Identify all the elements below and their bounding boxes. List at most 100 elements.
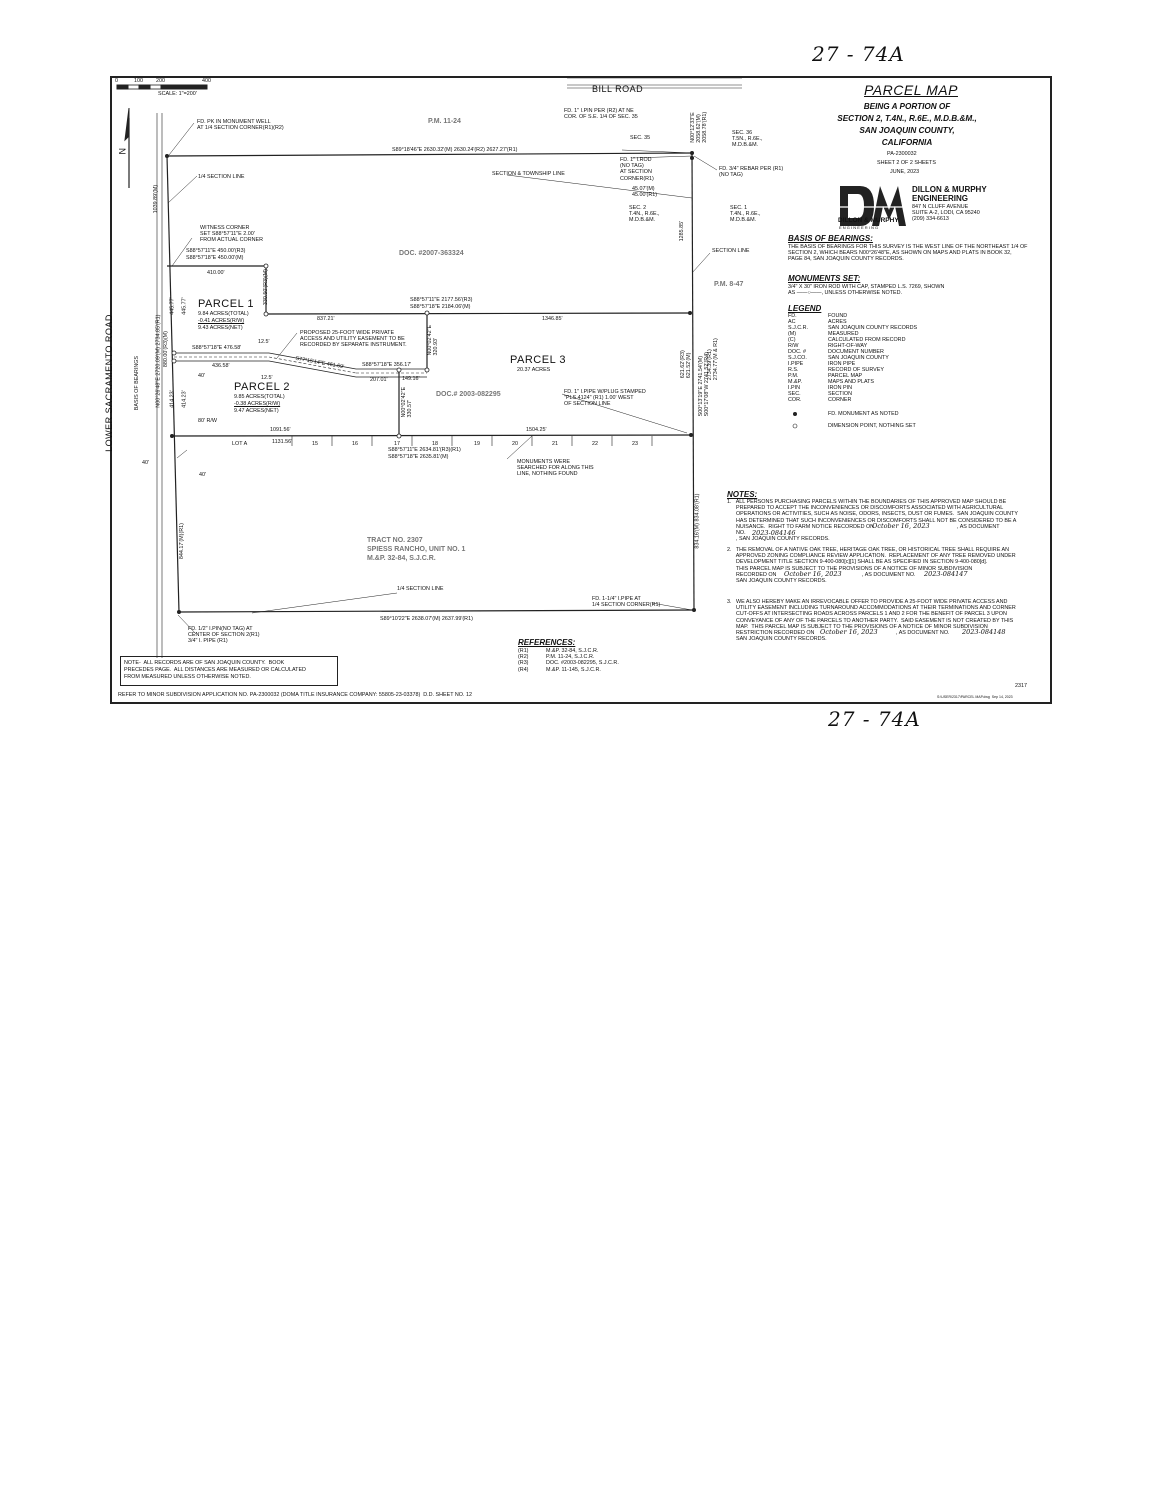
vertical-834: 834.16'(M) 834.08'(R1) [694, 493, 701, 549]
legend-dimension-point: DIMENSION POINT, NOTHING SET [828, 423, 916, 429]
dist-1346: 1346.85' [542, 316, 563, 322]
engineer-address-1: 847 N CLUFF AVENUE [912, 204, 969, 210]
legend-abbr: (C) [788, 337, 796, 343]
records-note-box: NOTE- ALL RECORDS ARE OF SAN JOAQUIN COU… [120, 656, 338, 686]
tract-lot-number: 20 [512, 441, 518, 447]
vertical-445-b: 445.77' [181, 297, 188, 315]
legend-abbr: P.M. [788, 373, 799, 379]
dist-12-5-a: 12.5' [258, 339, 270, 345]
note-line: 3. WE ALSO HEREBY MAKE AN IRREVOCABLE OF… [727, 599, 1008, 605]
legend-desc: CORNER [828, 397, 852, 403]
engineer-name-1: DILLON & MURPHY [912, 185, 987, 194]
basis-of-bearings-heading: BASIS OF BEARINGS: [788, 234, 873, 243]
footer-job-number: 2317 [1015, 683, 1027, 689]
note-line: NUISANCE. RIGHT TO FARM NOTICE RECORDED … [727, 523, 875, 530]
map-title: PARCEL MAP [864, 82, 958, 98]
note-line: SAN JOAQUIN COUNTY RECORDS. [727, 636, 827, 643]
lower-sacramento-road-label: LOWER SACRAMENTO ROAD [103, 314, 114, 452]
legend-abbr: (M) [788, 331, 797, 337]
fd-rebar-note: FD. 3/4" REBAR PER (R1) (NO TAG) [719, 166, 784, 179]
fd-half-note: FD. 1/2" I.PIN(NO TAG) AT CENTER OF SECT… [188, 626, 260, 645]
parcel-3-label: PARCEL 3 [510, 354, 566, 366]
section-line-east: SECTION LINE [712, 248, 750, 254]
legend-abbr: DOC. # [788, 349, 806, 355]
dist-1091: 1091.56' [270, 427, 291, 433]
map-linework [116, 78, 910, 658]
reference-value: P.M. 11-24, S.J.C.R. [546, 654, 595, 661]
note-line: NO. [727, 530, 746, 536]
title-line-2: SECTION 2, T.4N., R.6E., M.D.B.&M., [837, 114, 977, 123]
monuments-searched-note: MONUMENTS WERE SEARCHED FOR ALONG THIS L… [517, 459, 594, 478]
footer-reference: REFER TO MINOR SUBDIVISION APPLICATION N… [118, 692, 472, 698]
vertical-621: 621.62'(R3) 621.52'(M) [679, 350, 692, 379]
vertical-330: N00°02'42"E 330.57' [401, 386, 414, 418]
tract-label-1: TRACT NO. 2307 [367, 537, 423, 544]
tract-lot-number: 16 [352, 441, 358, 447]
fd-ipin-ne-note: FD. 1" I.PIN PER (R2) AT NE COR. OF S.E.… [564, 108, 638, 121]
parcel-1-net: 9.43 ACRES(NET) [198, 325, 243, 331]
reference-key: (R3) [518, 660, 529, 667]
legend-abbr: SEC. [788, 391, 801, 397]
parcel-1-rw: -0.41 ACRES(R/W) [198, 318, 245, 324]
legend-heading: LEGEND [788, 304, 822, 313]
references-heading: REFERENCES: [518, 638, 576, 647]
engineer-name-2: ENGINEERING [912, 194, 969, 203]
legend-abbr: COR. [788, 397, 802, 403]
legend-abbr: M.&P. [788, 379, 802, 385]
basis-of-bearings-road-label: BASIS OF BEARINGS [134, 355, 141, 411]
bearing-2177: S88°57'11"E 2177.56'(R3) [410, 297, 473, 303]
legend-desc: SAN JOAQUIN COUNTY [828, 355, 889, 361]
vertical-2058: N00°12'33"E 2058.62'(M) 2058.78'(R1) [690, 111, 709, 143]
bearing-476: S88°57'18"E 476.58' [192, 345, 242, 351]
legend-abbr: I.PIN [788, 385, 800, 391]
note-line: APPROVED ZONING COMPLIANCE REVIEW APPLIC… [727, 553, 1016, 560]
fd-ipipe-plug-note: FD. 1" I.PIPE W/PLUG STAMPED "PLS 4124" … [564, 389, 646, 408]
records-note-line-3: FROM MEASURED UNLESS OTHERWISE NOTED. [124, 674, 251, 680]
bill-road-label: BILL ROAD [592, 84, 644, 94]
bearing-450-r3: S88°57'11"E 450.00'(R3) [186, 248, 246, 254]
witness-corner-note: WITNESS CORNER SET S88°57'11"E 2.00' FRO… [200, 225, 263, 244]
title-line-3: SAN JOAQUIN COUNTY, [859, 126, 955, 135]
note-line: , SAN JOAQUIN COUNTY RECORDS. [727, 536, 830, 543]
legend-abbr: I.PIPE [788, 361, 804, 367]
vertical-414-b: 414.23' [181, 390, 188, 408]
legend-abbr: R.S. [788, 367, 799, 373]
note-line: RECORDED ON [727, 571, 777, 578]
vertical-414-a: 414.23' [169, 390, 176, 408]
legend-desc: FOUND [828, 313, 848, 319]
easement-note: PROPOSED 25-FOOT WIDE PRIVATE ACCESS AND… [300, 330, 407, 349]
note-2-as-doc: , AS DOCUMENT NO. [862, 572, 916, 578]
basis-line-1: THE BASIS OF BEARINGS FOR THIS SURVEY IS… [788, 244, 1028, 250]
legend-desc: SAN JOAQUIN COUNTY RECORDS [828, 325, 918, 331]
title-line-1: BEING A PORTION OF [863, 102, 951, 111]
doc-2007-label: DOC. #2007-363324 [399, 250, 464, 257]
sec-2-label: SEC. 2 T.4N., R.6E., M.D.B.&M. [629, 205, 660, 224]
note-1-as-doc: , AS DOCUMENT [957, 524, 1000, 530]
dist-410: 410.00' [207, 270, 225, 276]
tract-label-3: M.&P. 32-84, S.J.C.R. [367, 555, 436, 562]
tract-lot-number: 15 [312, 441, 318, 447]
dist-837: 837.21' [317, 316, 335, 322]
dist-40-a: 40' [198, 373, 206, 379]
vertical-330-b: 330.50'(R3)(M) [262, 269, 269, 306]
monuments-set-heading: MONUMENTS SET: [788, 274, 861, 283]
legend-desc: SECTION [828, 391, 852, 397]
legend-abbr: AC [788, 319, 796, 325]
note-line: PREPARED TO ACCEPT THE INCONVENIENCES OR… [727, 505, 1004, 512]
monuments-set-line-2: AS ——○——, UNLESS OTHERWISE NOTED. [788, 290, 902, 296]
legend-abbr: S.J.C.R. [788, 325, 809, 331]
vertical-844: 844.17'(M)(R1) [178, 523, 185, 560]
sec-35-label: SEC. 35 [630, 135, 651, 141]
reference-value: DOC. #2003-082295, S.J.C.R. [546, 660, 619, 667]
note-line: CONVEYANCE OF ANY OF THE PARCELS TO ANOT… [727, 617, 1014, 624]
lot-a-label: LOT A [232, 441, 248, 447]
legend-desc: MAPS AND PLATS [828, 379, 875, 385]
note-2-date: October 16, 2023 [784, 570, 842, 578]
parcel-2-net: 9.47 ACRES(NET) [234, 408, 279, 414]
dist-40-b: 40' [142, 460, 150, 466]
parcel-map-sheet: 0 100 200 400 SCALE: 1"=200' N BILL ROAD… [104, 76, 1052, 704]
parcel-3-acres: 20.37 ACRES [517, 367, 551, 373]
dist-1131: 1131.56' [272, 439, 293, 445]
legend-desc: CALCULATED FROM RECORD [828, 337, 906, 343]
reference-value: M.&P. 11-145, S.J.C.R. [546, 666, 601, 673]
